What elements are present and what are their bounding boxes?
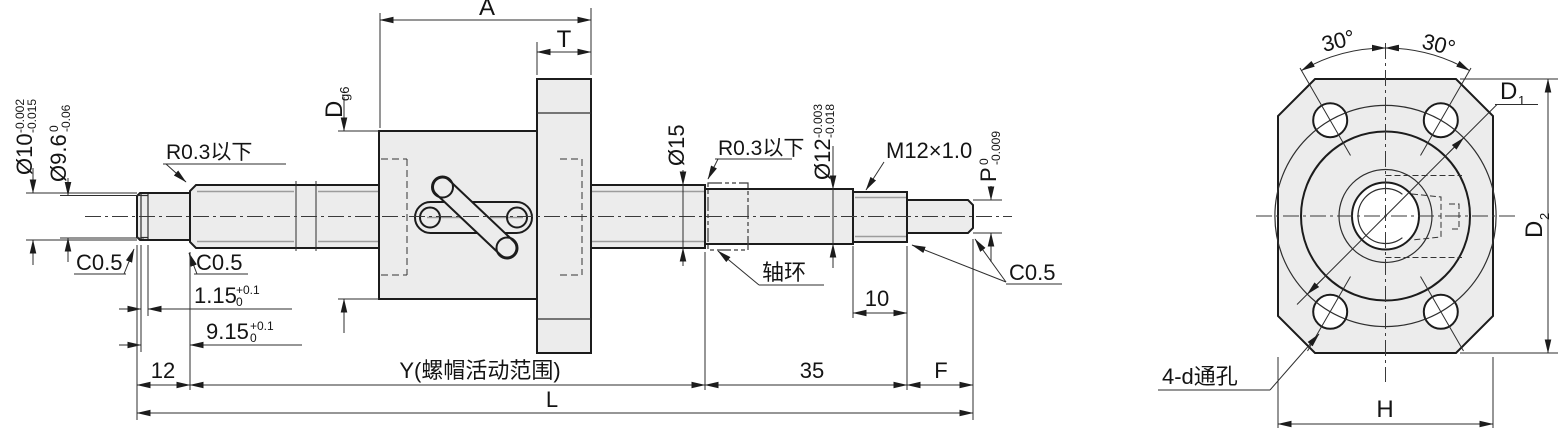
c05-mid-label: C0.5 (196, 250, 242, 275)
collar-label: 轴环 (762, 260, 806, 285)
dim-h-label: H (1376, 396, 1393, 423)
svg-text:-0.06: -0.06 (59, 104, 73, 132)
angle-30-left-label: 30° (1319, 25, 1357, 57)
dim-10-label: 10 (865, 286, 889, 311)
angle-30-right-label: 30° (1420, 29, 1458, 61)
svg-text:0: 0 (47, 125, 61, 132)
svg-text:0: 0 (977, 158, 991, 165)
dim-d2-label: D 2 (1521, 213, 1552, 238)
dim-115-label: 1.15 (194, 283, 237, 308)
dim-a-label: A (479, 0, 495, 21)
dim-915-label: 9.15 (206, 319, 249, 344)
dim-115-upper: +0.1 (236, 283, 260, 297)
dim-dia12-label: Ø12 -0.003 -0.018 (810, 104, 837, 180)
svg-text:P: P (976, 167, 1001, 182)
dim-12-label: 12 (151, 358, 175, 383)
dim-dia15-label: Ø15 (664, 124, 689, 166)
dim-dia96-label: Ø9.6 0 -0.06 (46, 104, 73, 182)
c05-right-label: C0.5 (1009, 260, 1055, 285)
dim-915-upper: +0.1 (250, 319, 274, 333)
svg-text:2: 2 (1537, 213, 1552, 220)
dim-p-label: P 0 -0.009 (976, 131, 1003, 182)
dim-d-g6-label: D g6 (321, 87, 352, 118)
svg-text:-0.018: -0.018 (823, 104, 837, 138)
svg-text:g6: g6 (337, 87, 352, 101)
dim-y-label: Y(螺帽活动范围) (399, 358, 560, 383)
r03-right-label: R0.3以下 (718, 137, 804, 160)
svg-text:Ø12: Ø12 (810, 138, 835, 180)
dim-115-lower: 0 (236, 295, 243, 309)
svg-text:-0.009: -0.009 (989, 131, 1003, 165)
svg-text:-0.003: -0.003 (811, 104, 825, 138)
dim-d1-label: D 1 (1495, 78, 1538, 108)
dim-dia10-label: Ø10 -0.002 -0.015 (12, 99, 39, 175)
dim-915-lower: 0 (250, 331, 257, 345)
dim-35-label: 35 (800, 358, 824, 383)
svg-text:Ø15: Ø15 (664, 124, 689, 166)
svg-text:1: 1 (1518, 93, 1525, 108)
ball-return-tube (414, 175, 533, 260)
side-view: A T D g6 Ø10 -0.002 -0.015 (12, 0, 1062, 420)
side-dimensions: A T D g6 Ø10 -0.002 -0.015 (12, 0, 1062, 420)
r03-left-label: R0.3以下 (166, 141, 252, 164)
dim-t-label: T (557, 26, 572, 53)
svg-text:-0.015: -0.015 (25, 99, 39, 133)
svg-text:D: D (321, 101, 348, 118)
c05-left-label: C0.5 (76, 250, 122, 275)
svg-text:Ø10: Ø10 (12, 133, 37, 175)
svg-text:-0.002: -0.002 (13, 99, 27, 133)
dim-f-label: F (934, 358, 947, 383)
dim-l-label: L (546, 387, 558, 412)
svg-text:D: D (1521, 221, 1548, 238)
end-view: 30° 30° D 1 D 2 H 4-d通孔 (1158, 25, 1558, 428)
holes-label: 4-d通孔 (1162, 364, 1238, 389)
dim-m12-label: M12×1.0 (886, 138, 972, 163)
svg-text:Ø9.6: Ø9.6 (46, 134, 71, 182)
svg-text:D: D (1500, 78, 1517, 105)
